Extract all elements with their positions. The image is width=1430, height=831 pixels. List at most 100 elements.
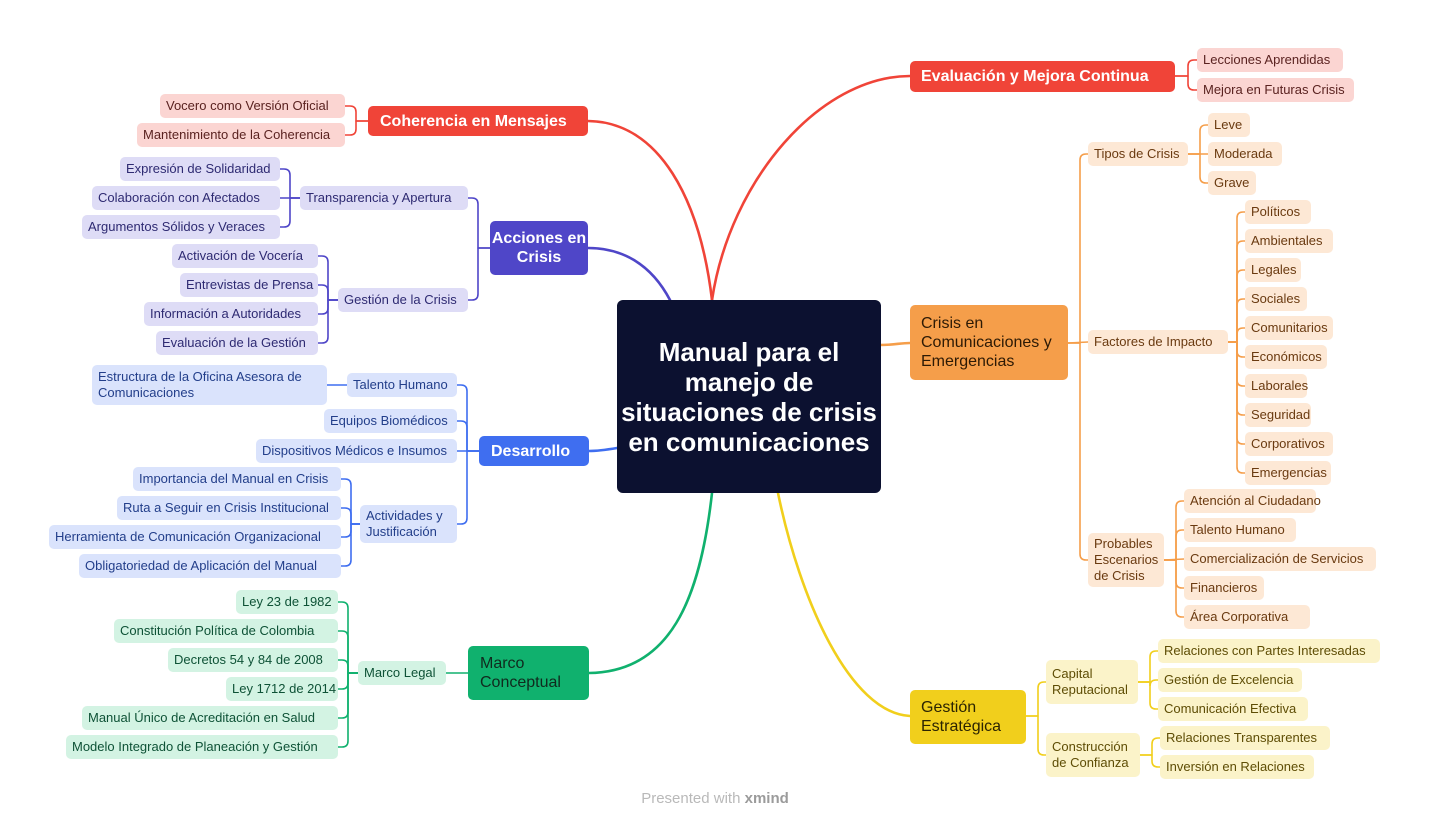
leaf-inversion-en-relaciones[interactable]: Inversión en Relaciones: [1160, 755, 1314, 779]
leaf-modelo-integrado-de-planeacion-y-gestion-label: Modelo Integrado de Planeación y Gestión: [72, 739, 318, 754]
bracket-desarrollo-link-3: [456, 450, 480, 525]
sub-factores-de-impacto[interactable]: Factores de Impacto: [1088, 330, 1228, 354]
leaf-grave[interactable]: Grave: [1208, 171, 1256, 195]
leaf-evaluacion-de-la-gestion-label: Evaluación de la Gestión: [162, 335, 306, 350]
topic-evaluacion[interactable]: Evaluación y Mejora Continua: [910, 61, 1175, 92]
leaf-estructura-oficina[interactable]: Estructura de la Oficina Asesora de Comu…: [92, 365, 327, 405]
leaf-ruta-a-seguir-en-crisis-institucional[interactable]: Ruta a Seguir en Crisis Institucional: [117, 496, 341, 520]
topic-gestion-label: Gestión Estratégica: [921, 699, 1002, 735]
leaf-corporativos[interactable]: Corporativos: [1245, 432, 1333, 456]
leaf-activacion-de-voceria[interactable]: Activación de Vocería: [172, 244, 318, 268]
bracket-actividades-link-1: [340, 507, 361, 525]
leaf-corporativos-label: Corporativos: [1251, 436, 1325, 451]
leaf-atencion-al-ciudadano[interactable]: Atención al Ciudadano: [1184, 489, 1321, 513]
sub-probables-escenarios-de-crisis-label: Probables Escenarios de Crisis: [1094, 536, 1159, 583]
footer: Presented with xmind: [0, 790, 1430, 807]
leaf-mejora-en-futuras-crisis[interactable]: Mejora en Futuras Crisis: [1197, 78, 1354, 102]
leaf-comunitarios[interactable]: Comunitarios: [1245, 316, 1333, 340]
sub-gestion-de-la-crisis[interactable]: Gestión de la Crisis: [338, 288, 468, 312]
leaf-moderada[interactable]: Moderada: [1208, 142, 1282, 166]
sub-marco-legal[interactable]: Marco Legal: [358, 661, 446, 685]
leaf-inversion-en-relaciones-label: Inversión en Relaciones: [1166, 759, 1305, 774]
leaf-argumentos-solidos-y-veraces[interactable]: Argumentos Sólidos y Veraces: [82, 215, 280, 239]
leaf-area-corporativa[interactable]: Área Corporativa: [1184, 605, 1310, 629]
leaf-informacion-a-autoridades[interactable]: Información a Autoridades: [144, 302, 318, 326]
bracket-tipos-link-2: [1187, 153, 1209, 184]
leaf-lecciones-aprendidas[interactable]: Lecciones Aprendidas: [1197, 48, 1343, 72]
bracket-crisis-link-0: [1067, 153, 1089, 344]
central-topic-label: Manual para el manejo de situaciones de …: [621, 336, 877, 457]
topic-desarrollo[interactable]: Desarrollo: [479, 436, 589, 466]
bracket-actividades-link-3: [340, 523, 361, 567]
leaf-expresion-de-solidaridad[interactable]: Expresión de Solidaridad: [120, 157, 280, 181]
sub-actividades-y-justificacion[interactable]: Actividades y Justificación: [360, 505, 457, 543]
topic-marco-label: Marco Conceptual: [480, 655, 561, 691]
leaf-herramienta-de-comunicacion-organizacional[interactable]: Herramienta de Comunicación Organizacion…: [49, 525, 341, 549]
leaf-importancia-del-manual-en-crisis[interactable]: Importancia del Manual en Crisis: [133, 467, 341, 491]
leaf-laborales-label: Laborales: [1251, 378, 1309, 393]
leaf-grave-label: Grave: [1214, 175, 1250, 190]
bracket-coherencia-link-0: [344, 105, 369, 122]
leaf-evaluacion-de-la-gestion[interactable]: Evaluación de la Gestión: [156, 331, 318, 355]
bracket-acciones-link-1: [467, 247, 491, 301]
sub-capital-reputacional[interactable]: Capital Reputacional: [1046, 660, 1138, 704]
sub-probables-escenarios-de-crisis[interactable]: Probables Escenarios de Crisis: [1088, 533, 1164, 587]
sub-factores-de-impacto-label: Factores de Impacto: [1094, 334, 1213, 349]
leaf-sociales[interactable]: Sociales: [1245, 287, 1307, 311]
leaf-relaciones-transparentes[interactable]: Relaciones Transparentes: [1160, 726, 1330, 750]
leaf-gestion-de-excelencia[interactable]: Gestión de Excelencia: [1158, 668, 1302, 692]
leaf-financieros[interactable]: Financieros: [1184, 576, 1264, 600]
central-topic[interactable]: Manual para el manejo de situaciones de …: [617, 300, 881, 493]
leaf-comunicacion-efectiva[interactable]: Comunicación Efectiva: [1158, 697, 1308, 721]
bracket-confianza-link-1: [1139, 754, 1161, 768]
sub-marco-legal-label: Marco Legal: [364, 665, 436, 680]
leaf-mantenimiento-de-la-coherencia[interactable]: Mantenimiento de la Coherencia: [137, 123, 345, 147]
leaf-estructura-oficina-label: Estructura de la Oficina Asesora de Comu…: [98, 369, 302, 400]
sub-talento-humano[interactable]: Talento Humano: [347, 373, 457, 397]
bracket-escenarios-link-1: [1163, 529, 1185, 561]
topic-crisis[interactable]: Crisis en Comunicaciones y Emergencias: [910, 305, 1068, 380]
leaf-ley-1712-de-2014[interactable]: Ley 1712 de 2014: [226, 677, 338, 701]
sub-tipos-de-crisis[interactable]: Tipos de Crisis: [1088, 142, 1188, 166]
leaf-colaboracion-con-afectados[interactable]: Colaboración con Afectados: [92, 186, 280, 210]
sub-dispositivos-medicos-e-insumos[interactable]: Dispositivos Médicos e Insumos: [256, 439, 457, 463]
sub-construccion-de-confianza[interactable]: Construcción de Confianza: [1046, 733, 1140, 777]
topic-coherencia[interactable]: Coherencia en Mensajes: [368, 106, 588, 136]
leaf-vocero-como-version-oficial[interactable]: Vocero como Versión Oficial: [160, 94, 345, 118]
leaf-politicos-label: Políticos: [1251, 204, 1301, 219]
leaf-decretos-54-y-84-de-2008[interactable]: Decretos 54 y 84 de 2008: [168, 648, 338, 672]
leaf-laborales[interactable]: Laborales: [1245, 374, 1309, 398]
leaf-emergencias[interactable]: Emergencias: [1245, 461, 1331, 485]
sub-equipos-biomedicos-label: Equipos Biomédicos: [330, 413, 448, 428]
leaf-politicos[interactable]: Políticos: [1245, 200, 1311, 224]
leaf-comercializacion-de-servicios[interactable]: Comercialización de Servicios: [1184, 547, 1376, 571]
leaf-ley-23-de-1982[interactable]: Ley 23 de 1982: [236, 590, 338, 614]
leaf-modelo-integrado-de-planeacion-y-gestion[interactable]: Modelo Integrado de Planeación y Gestión: [66, 735, 338, 759]
leaf-ruta-a-seguir-en-crisis-institucional-label: Ruta a Seguir en Crisis Institucional: [123, 500, 329, 515]
leaf-entrevistas-de-prensa[interactable]: Entrevistas de Prensa: [180, 273, 318, 297]
leaf-manual-unico-de-acreditacion-en-salud-label: Manual Único de Acreditación en Salud: [88, 710, 315, 725]
leaf-ambientales-label: Ambientales: [1251, 233, 1323, 248]
leaf-financieros-label: Financieros: [1190, 580, 1258, 595]
leaf-relaciones-transparentes-label: Relaciones Transparentes: [1166, 730, 1318, 745]
leaf-leve[interactable]: Leve: [1208, 113, 1250, 137]
leaf-seguridad[interactable]: Seguridad: [1245, 403, 1311, 427]
leaf-legales[interactable]: Legales: [1245, 258, 1301, 282]
leaf-obligatoriedad-de-aplicacion-del-manual[interactable]: Obligatoriedad de Aplicación del Manual: [79, 554, 341, 578]
sub-transparencia-y-apertura[interactable]: Transparencia y Apertura: [300, 186, 468, 210]
leaf-ambientales[interactable]: Ambientales: [1245, 229, 1333, 253]
topic-acciones[interactable]: Acciones en Crisis: [490, 221, 588, 275]
sub-equipos-biomedicos[interactable]: Equipos Biomédicos: [324, 409, 457, 433]
leaf-ley-23-de-1982-label: Ley 23 de 1982: [242, 594, 332, 609]
leaf-economicos[interactable]: Económicos: [1245, 345, 1327, 369]
curve-gestion: [776, 491, 912, 718]
leaf-relaciones-con-partes-interesadas[interactable]: Relaciones con Partes Interesadas: [1158, 639, 1380, 663]
leaf-constitucion-politica-de-colombia[interactable]: Constitución Política de Colombia: [114, 619, 338, 643]
leaf-talento-humano[interactable]: Talento Humano: [1184, 518, 1296, 542]
leaf-lecciones-aprendidas-label: Lecciones Aprendidas: [1203, 52, 1331, 67]
leaf-manual-unico-de-acreditacion-en-salud[interactable]: Manual Único de Acreditación en Salud: [82, 706, 338, 730]
topic-gestion[interactable]: Gestión Estratégica: [910, 690, 1026, 744]
topic-marco[interactable]: Marco Conceptual: [468, 646, 589, 700]
leaf-atencion-al-ciudadano-label: Atención al Ciudadano: [1190, 493, 1321, 508]
